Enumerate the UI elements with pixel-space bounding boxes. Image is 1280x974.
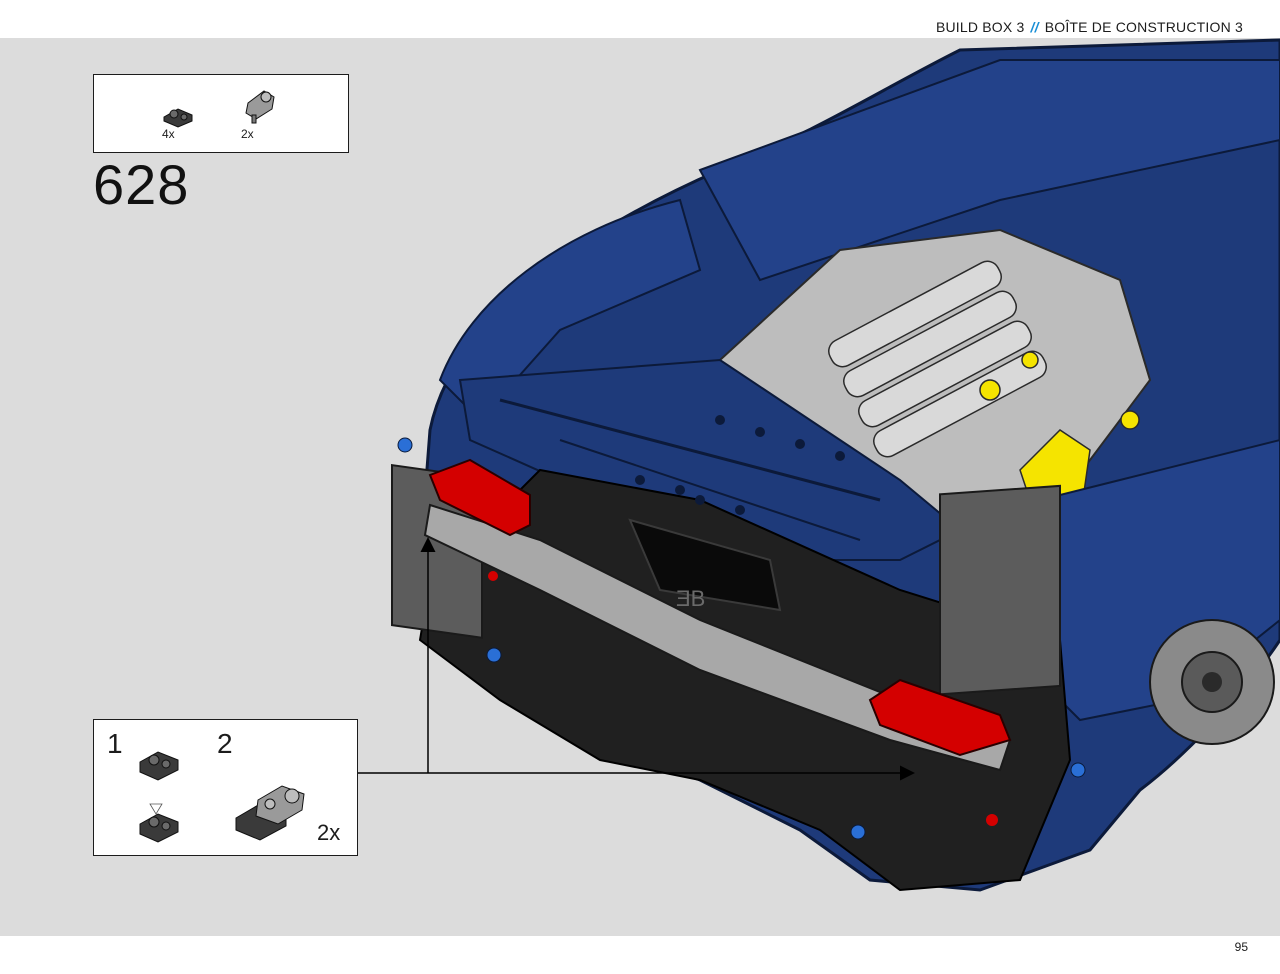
connector-plate-icon	[163, 108, 193, 128]
deck-beam-2	[559, 439, 861, 541]
sub-step-1-parts-icon	[139, 751, 179, 843]
sub-assembly-multiplier: 2x	[317, 820, 341, 845]
model-illustration: ƎB	[391, 38, 1280, 892]
rear-deck	[458, 358, 962, 561]
pin-connector-icon	[245, 90, 275, 124]
right-grille	[939, 484, 1061, 696]
sub-step-2-number: 2	[217, 728, 233, 759]
page-header: BUILD BOX 3 // BOÎTE DE CONSTRUCTION 3	[0, 0, 1280, 38]
sub-step-1-number: 1	[107, 728, 123, 759]
title-separator: //	[1030, 19, 1039, 35]
part-qty-1: 4x	[162, 127, 175, 141]
page-number: 95	[1234, 940, 1248, 954]
engine-cylinders	[828, 260, 1047, 458]
step-number: 628	[93, 153, 190, 216]
badge-plate	[628, 518, 782, 612]
sub-assembly-callout: 1 2 2x	[93, 719, 358, 856]
rear-wheel-hub	[1149, 619, 1275, 745]
build-box-fr: BOÎTE DE CONSTRUCTION 3	[1044, 19, 1243, 35]
bugatti-logo: ƎB	[676, 586, 705, 611]
instruction-canvas: ƎB	[0, 38, 1280, 936]
right-taillight	[868, 678, 1012, 757]
left-fender	[438, 198, 702, 422]
build-box-title: BUILD BOX 3 // BOÎTE DE CONSTRUCTION 3	[936, 19, 1243, 35]
sub-step-2-assembly-icon	[235, 785, 305, 841]
left-taillight	[428, 458, 531, 537]
deck-beam	[499, 398, 881, 502]
page-footer: 95	[0, 936, 1280, 974]
roof-struts	[698, 59, 1280, 282]
build-box-en: BUILD BOX 3	[935, 19, 1025, 35]
bumper-beam	[423, 503, 1012, 772]
part-qty-2: 2x	[241, 127, 254, 141]
red-markers	[488, 571, 998, 826]
parts-list: 4x 2x	[93, 74, 349, 153]
technic-holes	[635, 415, 845, 515]
blue-pins	[397, 437, 1086, 840]
